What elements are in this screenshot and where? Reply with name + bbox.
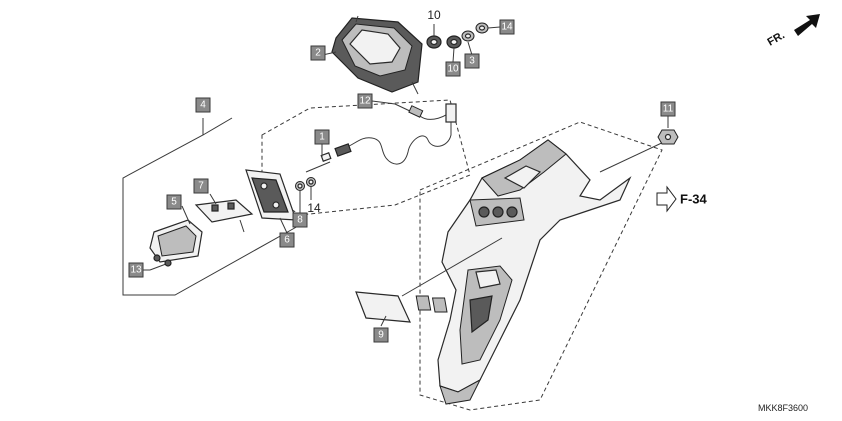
reference-arrow-icon bbox=[656, 185, 677, 213]
front-direction-arrow-icon bbox=[794, 14, 820, 36]
svg-text:7: 7 bbox=[198, 181, 204, 192]
socket-wire-12 bbox=[344, 103, 457, 165]
front-direction-indicator: FR. bbox=[766, 14, 820, 49]
callout-8[interactable]: 8 bbox=[292, 212, 308, 228]
svg-text:5: 5 bbox=[171, 197, 177, 208]
callout-11[interactable]: 11 bbox=[660, 101, 676, 117]
svg-text:14: 14 bbox=[501, 22, 513, 33]
svg-text:2: 2 bbox=[315, 48, 321, 59]
callout-10-plain[interactable]: 10 bbox=[427, 8, 441, 22]
rear-fender bbox=[437, 139, 632, 405]
light-cover-5 bbox=[149, 219, 203, 263]
callout-2[interactable]: 2 bbox=[310, 45, 326, 61]
rear-fender-group-outline bbox=[419, 121, 663, 411]
callout-10-boxed[interactable]: 10 bbox=[445, 61, 461, 77]
svg-text:13: 13 bbox=[130, 265, 142, 276]
collar-14 bbox=[475, 22, 489, 34]
license-bulb-1 bbox=[320, 142, 352, 162]
grommet-10 bbox=[426, 35, 442, 49]
svg-text:9: 9 bbox=[378, 330, 384, 341]
callout-5[interactable]: 5 bbox=[166, 194, 182, 210]
reflector-9 bbox=[355, 291, 448, 323]
svg-text:8: 8 bbox=[297, 215, 303, 226]
callout-14-plain[interactable]: 14 bbox=[307, 201, 321, 215]
collar-3 bbox=[461, 30, 475, 42]
screw-13 bbox=[149, 259, 172, 271]
nut-11 bbox=[657, 129, 679, 145]
section-reference[interactable]: F-34 bbox=[656, 185, 708, 213]
svg-text:3: 3 bbox=[469, 56, 475, 67]
washer-14 bbox=[306, 177, 316, 187]
section-reference-label: F-34 bbox=[680, 192, 708, 207]
svg-text:14: 14 bbox=[307, 201, 321, 215]
callout-13[interactable]: 13 bbox=[128, 262, 144, 278]
bracket-7 bbox=[194, 199, 254, 233]
group-bracket-4 bbox=[122, 118, 301, 296]
taillight-assembly bbox=[331, 15, 423, 95]
nut-8 bbox=[295, 181, 305, 191]
svg-text:6: 6 bbox=[284, 235, 290, 246]
license-light-base-6 bbox=[245, 169, 297, 221]
callout-4[interactable]: 4 bbox=[195, 97, 211, 113]
svg-text:10: 10 bbox=[427, 8, 441, 22]
callout-7[interactable]: 7 bbox=[193, 178, 209, 194]
svg-text:11: 11 bbox=[663, 104, 674, 115]
svg-text:12: 12 bbox=[359, 96, 371, 107]
svg-text:4: 4 bbox=[200, 100, 206, 111]
taillight-bracket-area-outline bbox=[261, 99, 471, 216]
callout-6[interactable]: 6 bbox=[279, 232, 295, 248]
callout-9[interactable]: 9 bbox=[373, 327, 389, 343]
callout-3[interactable]: 3 bbox=[464, 53, 480, 69]
svg-text:10: 10 bbox=[447, 64, 459, 75]
grommet-10b bbox=[446, 35, 462, 49]
callout-12[interactable]: 12 bbox=[357, 93, 373, 109]
svg-text:1: 1 bbox=[319, 132, 325, 143]
front-direction-label: FR. bbox=[766, 29, 787, 48]
callout-14-boxed[interactable]: 14 bbox=[499, 19, 515, 35]
drawing-code: MKK8F3600 bbox=[758, 403, 808, 413]
callout-1[interactable]: 1 bbox=[314, 129, 330, 145]
